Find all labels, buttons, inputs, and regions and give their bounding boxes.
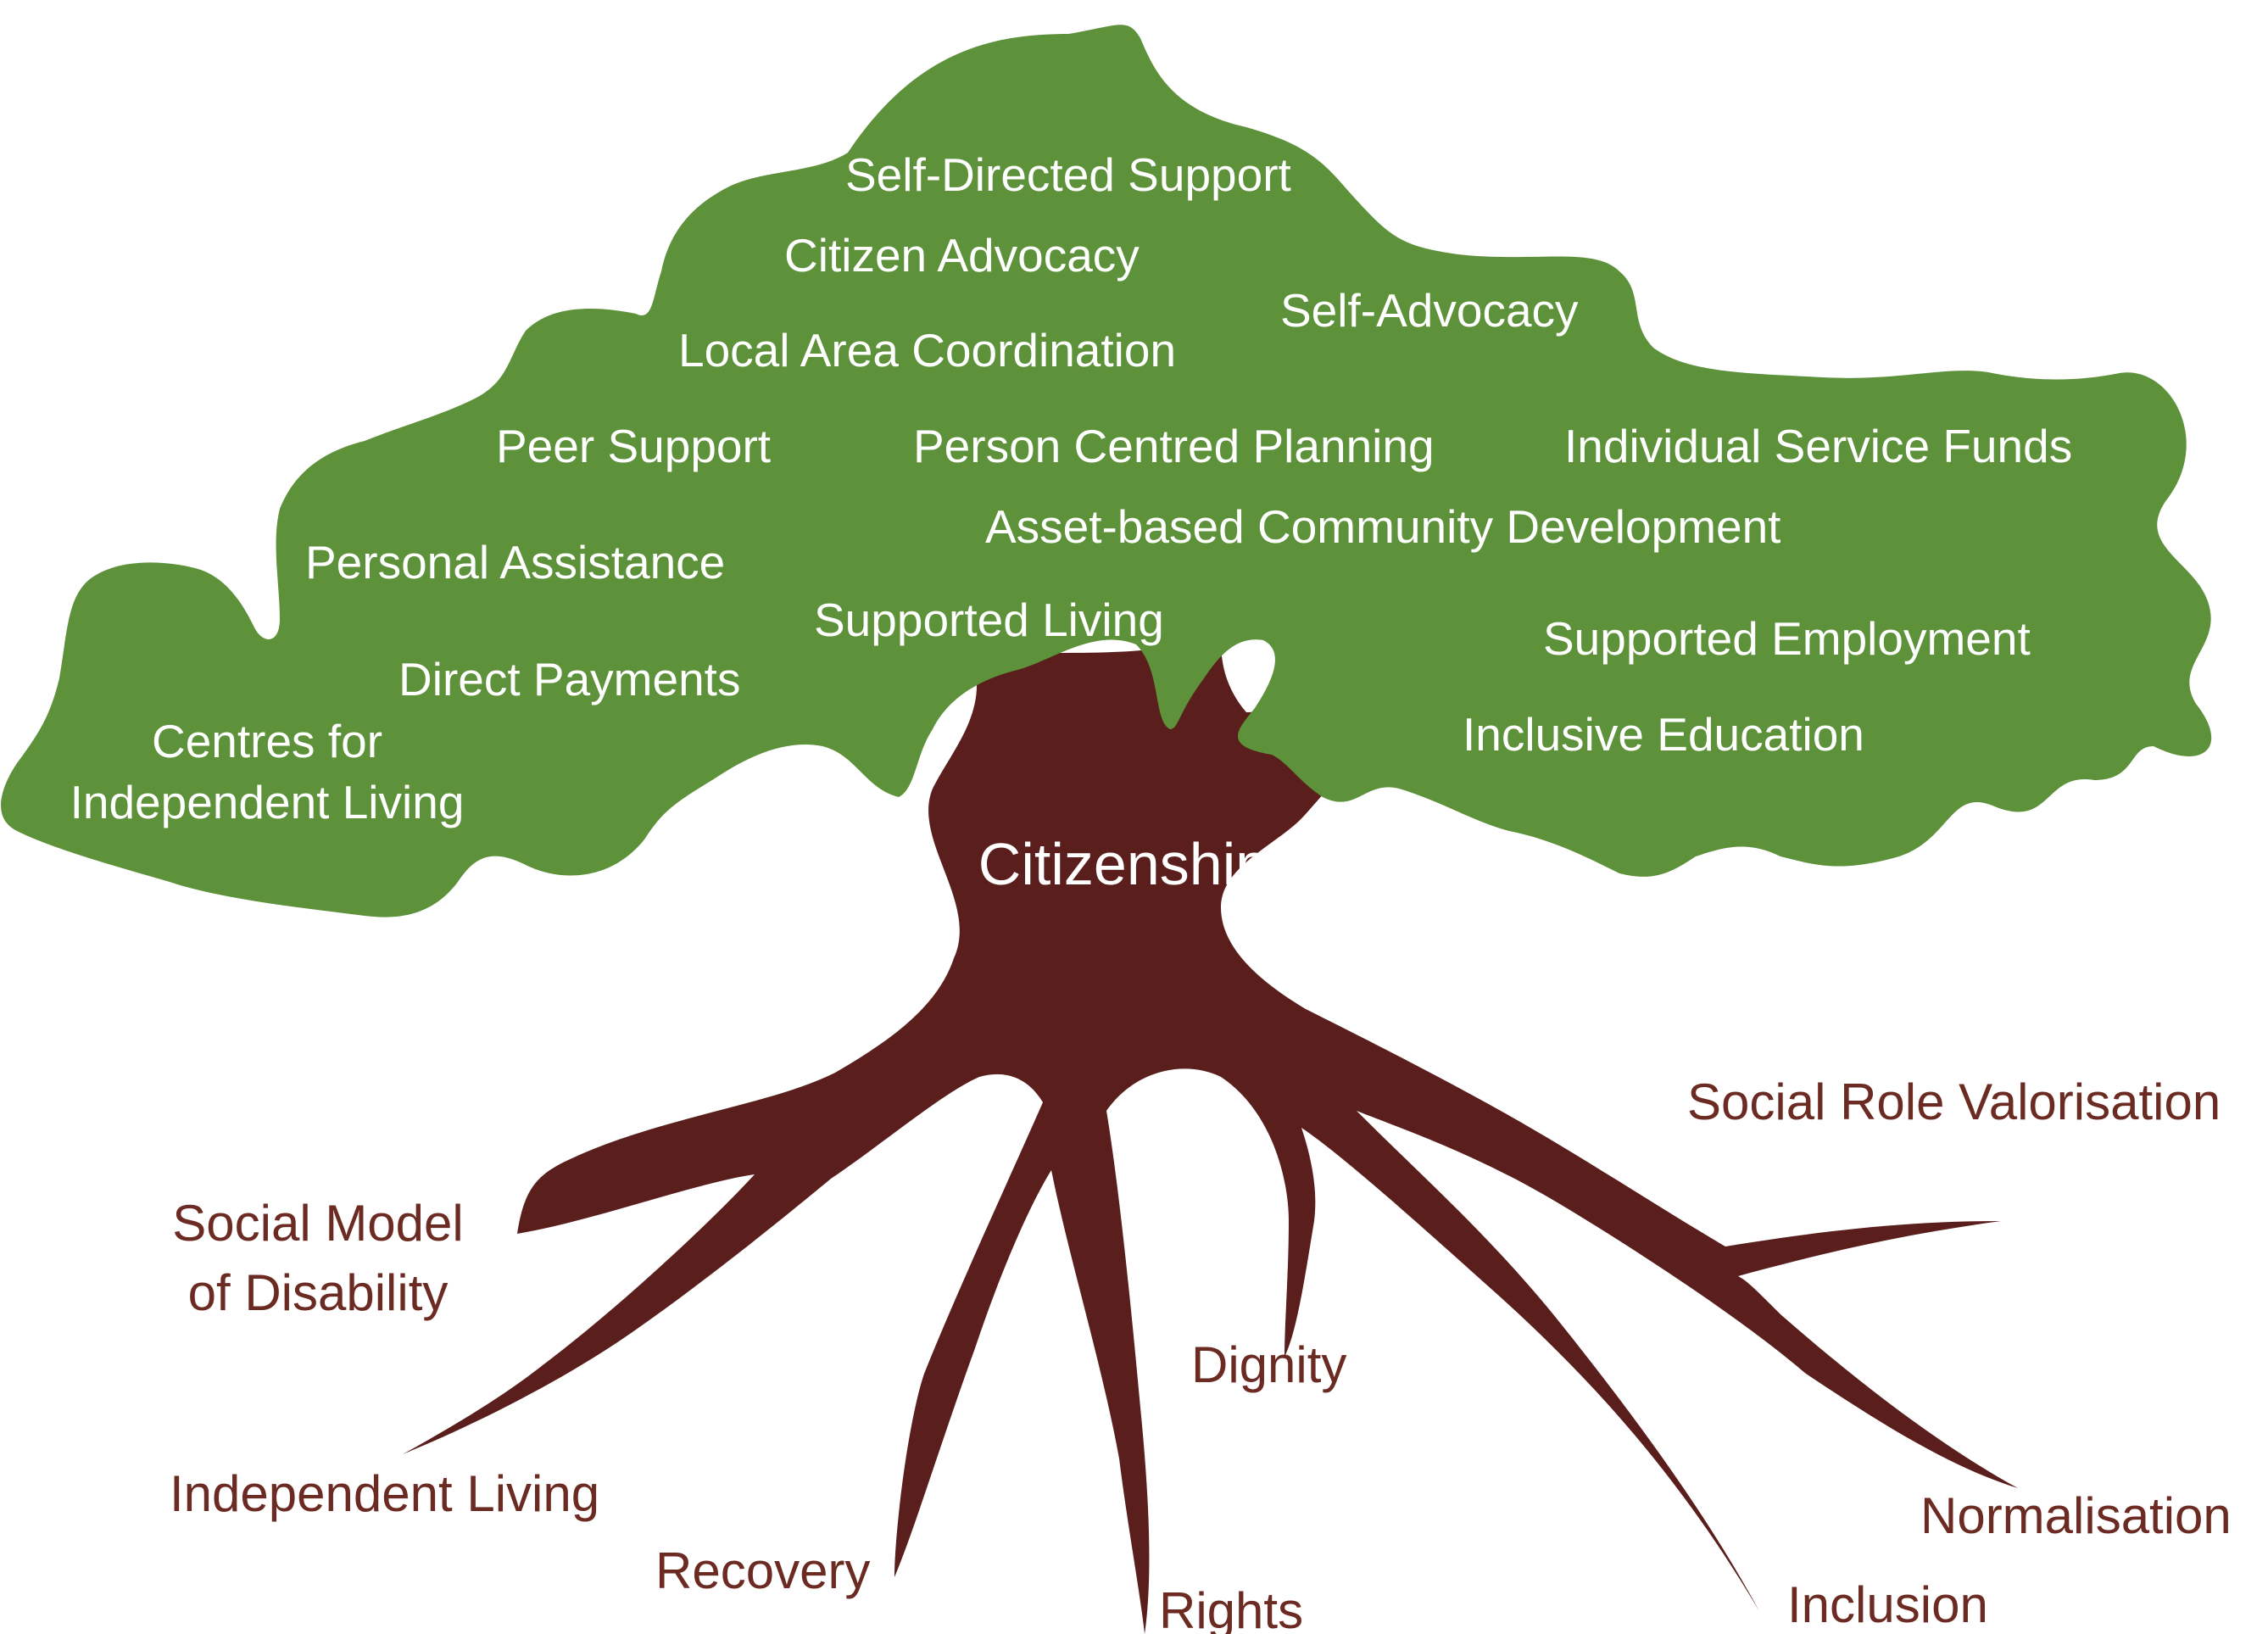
tree-canopy: [1, 25, 2212, 917]
label-citizenship: Citizenship: [978, 831, 1268, 897]
label-centres-for-independent-living-line1: Centres for: [152, 715, 382, 767]
label-peer-support: Peer Support: [496, 420, 771, 472]
label-social-role-valorisation: Social Role Valorisation: [1687, 1074, 2221, 1130]
label-person-centred-planning: Person Centred Planning: [913, 420, 1435, 472]
label-supported-living: Supported Living: [814, 594, 1164, 646]
label-social-model-line2: of Disability: [188, 1264, 449, 1321]
label-centres-for-independent-living-line2: Independent Living: [70, 776, 465, 828]
label-local-area-coordination: Local Area Coordination: [678, 324, 1176, 376]
label-direct-payments: Direct Payments: [398, 653, 740, 705]
label-asset-based-community-development: Asset-based Community Development: [985, 500, 1780, 553]
canopy-labels: Self-Directed Support Citizen Advocacy S…: [70, 148, 2073, 828]
label-personal-assistance: Personal Assistance: [305, 536, 725, 588]
label-inclusive-education: Inclusive Education: [1463, 708, 1864, 761]
label-independent-living: Independent Living: [170, 1465, 599, 1522]
label-supported-employment: Supported Employment: [1543, 612, 2031, 665]
label-inclusion: Inclusion: [1787, 1576, 1988, 1633]
label-recovery: Recovery: [655, 1542, 870, 1599]
label-self-directed-support: Self-Directed Support: [845, 148, 1291, 201]
label-social-model-line1: Social Model: [172, 1195, 464, 1252]
label-rights: Rights: [1159, 1582, 1303, 1634]
trunk-shape: [403, 636, 2018, 1634]
root-labels: Social Role Valorisation Social Model of…: [170, 1074, 2232, 1634]
label-dignity: Dignity: [1191, 1336, 1346, 1393]
label-normalisation: Normalisation: [1920, 1487, 2232, 1544]
label-individual-service-funds: Individual Service Funds: [1564, 420, 2072, 472]
canopy-shape: [1, 25, 2212, 917]
label-citizen-advocacy: Citizen Advocacy: [784, 229, 1140, 282]
tree-trunk-and-roots: [403, 636, 2018, 1634]
label-self-advocacy: Self-Advocacy: [1280, 284, 1579, 337]
